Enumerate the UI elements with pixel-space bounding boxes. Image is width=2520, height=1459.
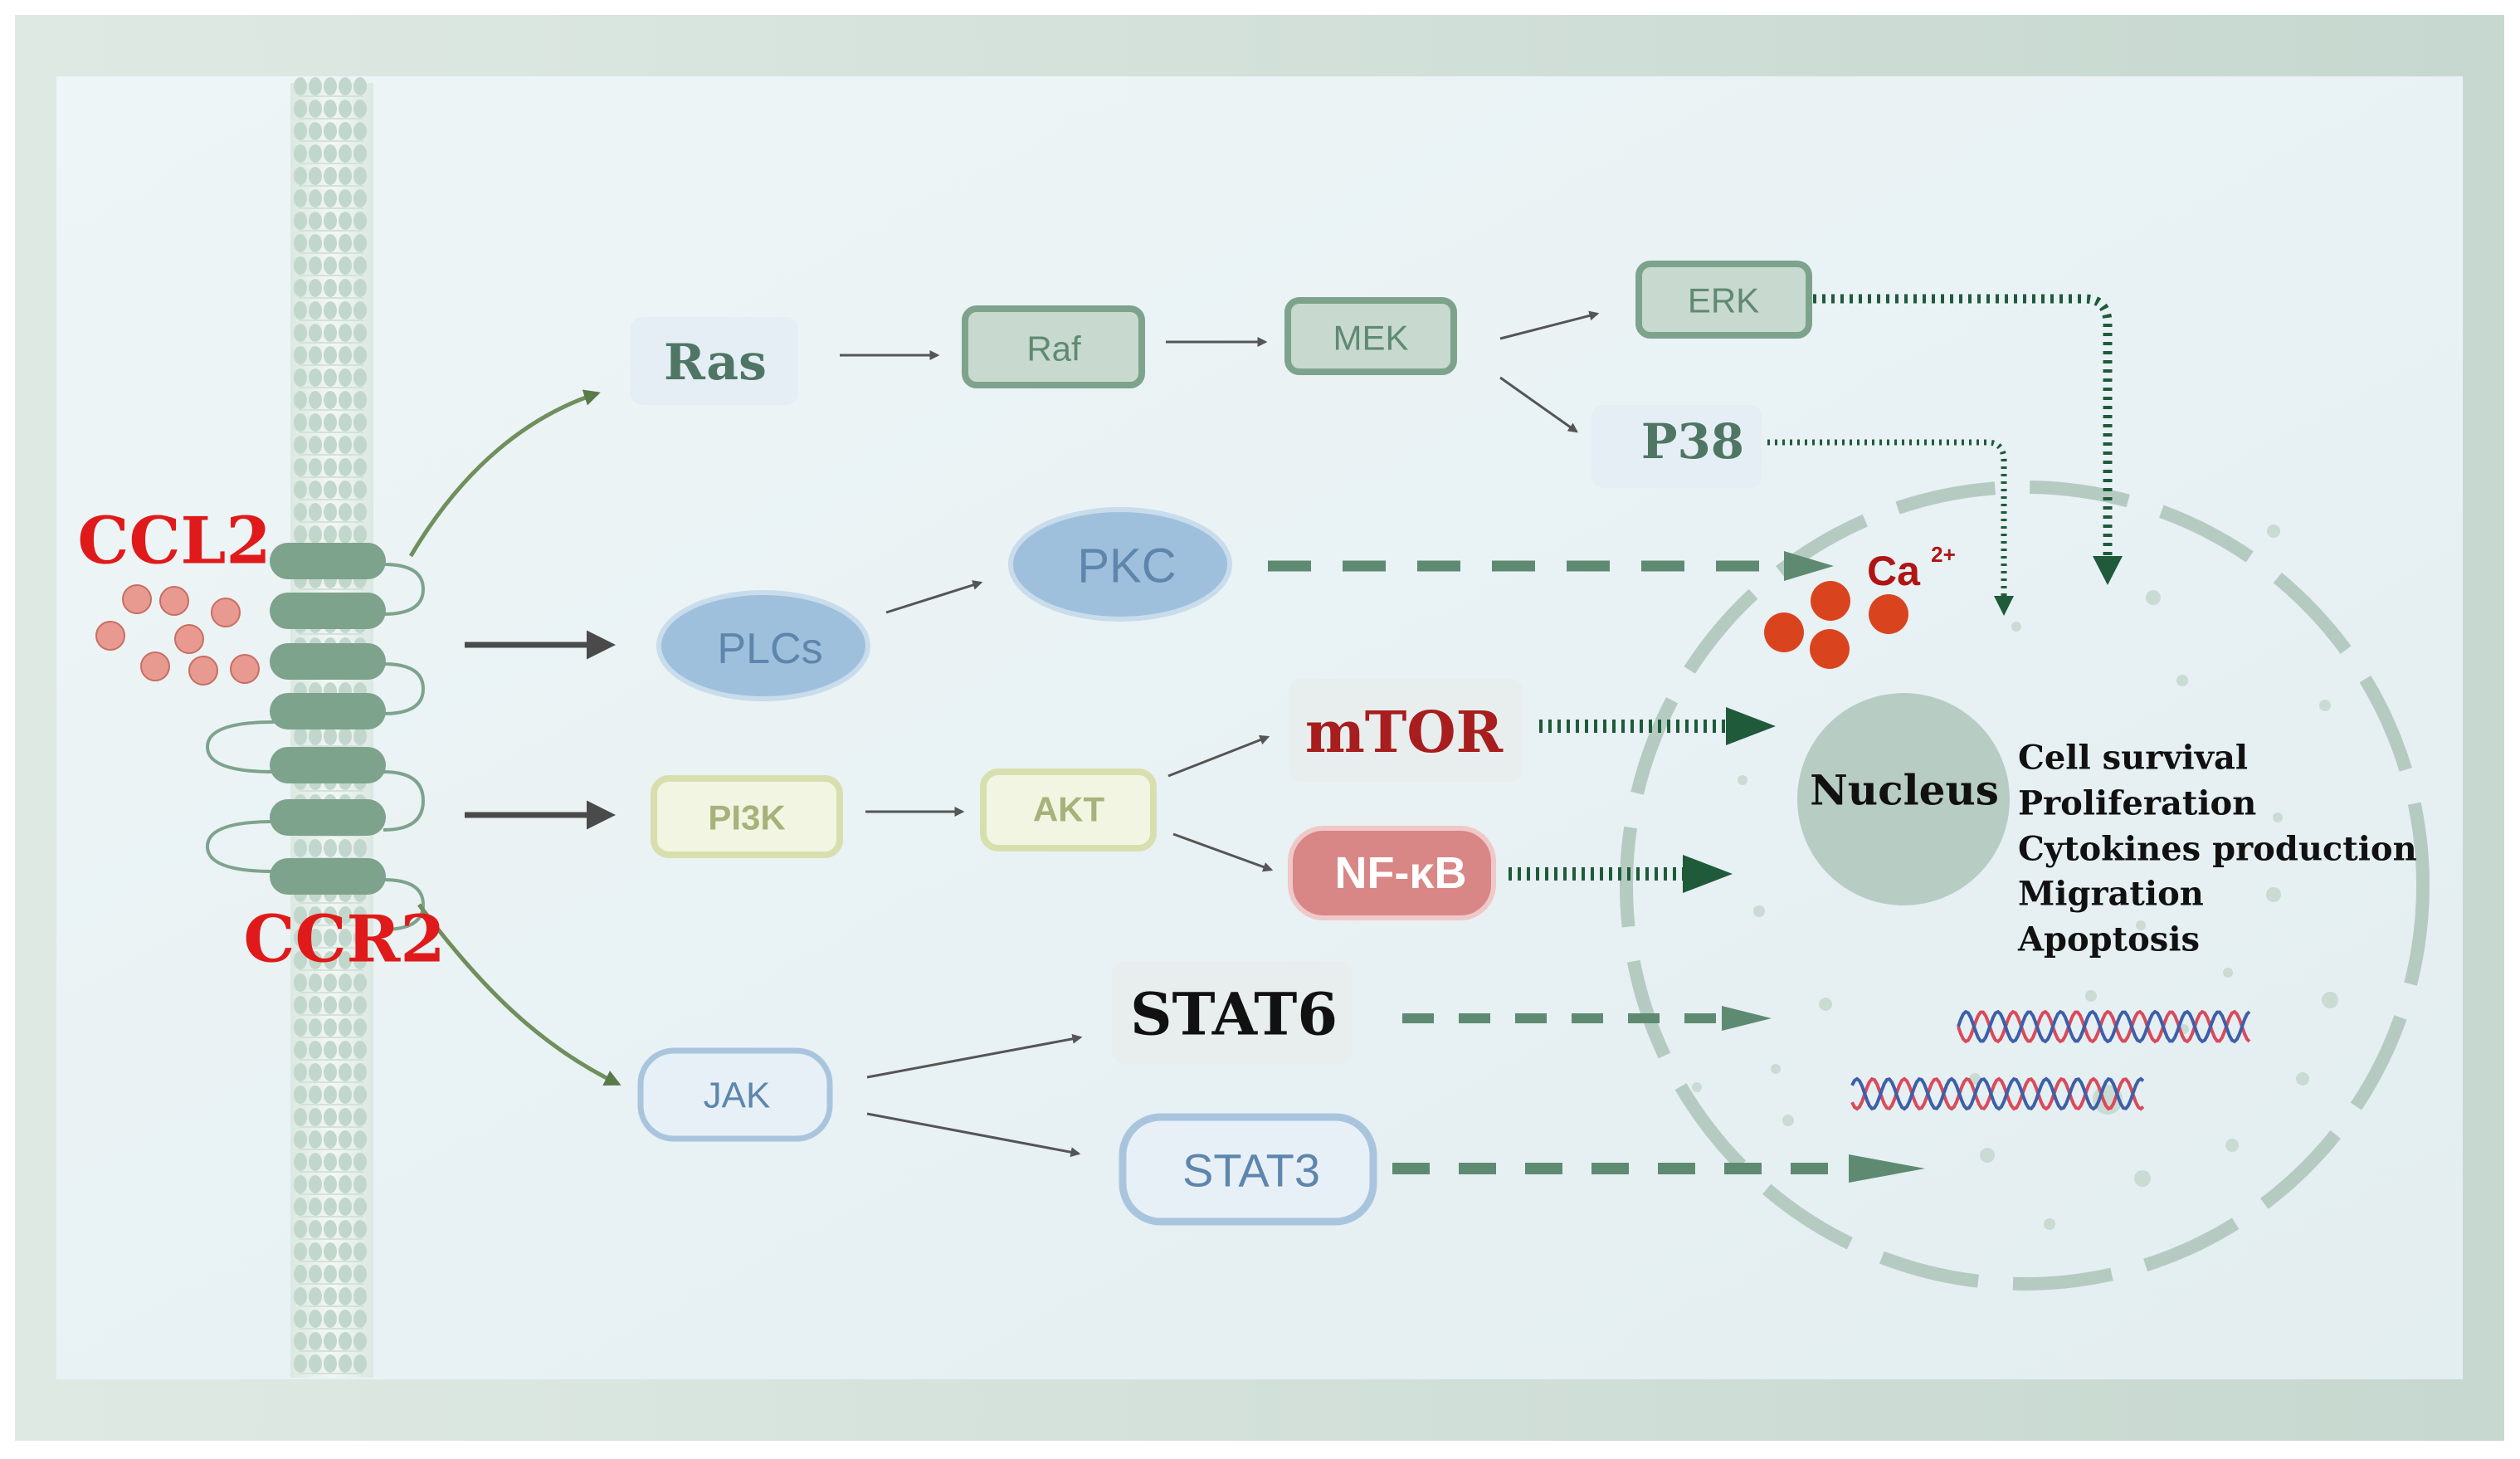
branch-to-jak bbox=[417, 903, 621, 1086]
calcium-charge: 2+ bbox=[1931, 542, 1956, 567]
calcium-ions bbox=[1764, 581, 1908, 669]
pkc-arrowhead bbox=[1784, 551, 1834, 581]
node-plcs: PLCs bbox=[656, 590, 870, 701]
nfkb-arrowhead bbox=[1683, 855, 1733, 893]
node-jak: JAK bbox=[637, 1047, 833, 1142]
arrow-jak-stat6 bbox=[866, 1033, 1083, 1079]
pkc-label: PKC bbox=[1077, 539, 1176, 593]
mtor-arrowhead bbox=[1726, 707, 1776, 745]
stat6-arrowhead bbox=[1722, 1006, 1772, 1031]
pi3k-label: PI3K bbox=[708, 798, 785, 837]
jak-label: JAK bbox=[704, 1076, 771, 1116]
stat3-label: STAT3 bbox=[1182, 1144, 1320, 1197]
raf-label: Raf bbox=[1026, 329, 1081, 368]
plcs-label: PLCs bbox=[717, 625, 822, 673]
stat6-label: STAT6 bbox=[1130, 980, 1338, 1049]
node-stat3: STAT3 bbox=[1119, 1113, 1377, 1226]
node-pi3k: PI3K bbox=[651, 775, 843, 858]
arrow-plcs-pkc bbox=[885, 580, 983, 614]
node-erk: ERK bbox=[1635, 261, 1812, 339]
node-akt: AKT bbox=[980, 769, 1157, 851]
mtor-label: mTOR bbox=[1305, 700, 1504, 766]
ccr2-receptor bbox=[205, 543, 426, 931]
arrow-mek-p38 bbox=[1499, 376, 1578, 433]
ccl2-label: CCL2 bbox=[77, 504, 271, 579]
arrow-jak-stat3 bbox=[866, 1112, 1081, 1158]
node-p38: P38 bbox=[1591, 405, 1762, 488]
ccl2-particles bbox=[95, 584, 260, 686]
arrow-mek-erk bbox=[1499, 310, 1600, 340]
erk-arrowhead bbox=[2093, 556, 2123, 585]
akt-label: AKT bbox=[1033, 790, 1105, 829]
p38-label: P38 bbox=[1641, 413, 1744, 470]
node-raf: Raf bbox=[962, 305, 1145, 388]
stat3-arrowhead bbox=[1849, 1154, 1925, 1183]
p38-to-nucleus-arrow bbox=[1767, 439, 2007, 598]
ras-label: Ras bbox=[664, 334, 767, 392]
erk-label: ERK bbox=[1688, 281, 1759, 320]
outcome-item: Cytokines production bbox=[2018, 830, 2417, 869]
outcome-item: Migration bbox=[2018, 875, 2204, 914]
nucleus-label: Nucleus bbox=[1810, 766, 1999, 815]
dna-strands bbox=[1850, 1009, 2251, 1111]
node-pkc: PKC bbox=[1008, 507, 1232, 622]
nfkb-label: NF-κB bbox=[1334, 848, 1466, 898]
node-mek: MEK bbox=[1284, 297, 1457, 375]
node-nfkb: NF-κB bbox=[1288, 826, 1496, 920]
outcome-item: Apoptosis bbox=[2017, 920, 2200, 959]
ccr2-label: CCR2 bbox=[243, 902, 445, 978]
node-ras: Ras bbox=[631, 317, 798, 405]
outcome-item: Cell survival bbox=[2018, 739, 2248, 778]
nucleus-body bbox=[1797, 693, 2010, 905]
node-mtor: mTOR bbox=[1289, 679, 1523, 782]
outcome-list: Cell survival Proliferation Cytokines pr… bbox=[2017, 739, 2417, 959]
calcium-label: Ca bbox=[1867, 548, 1921, 594]
node-stat6: STAT6 bbox=[1112, 961, 1353, 1064]
branch-to-ras bbox=[408, 389, 601, 558]
arrow-akt-nfkb bbox=[1172, 832, 1274, 872]
outcome-item: Proliferation bbox=[2018, 784, 2256, 823]
arrow-akt-mtor bbox=[1167, 734, 1270, 778]
mek-label: MEK bbox=[1333, 319, 1408, 358]
p38-arrowhead bbox=[1994, 596, 2014, 616]
